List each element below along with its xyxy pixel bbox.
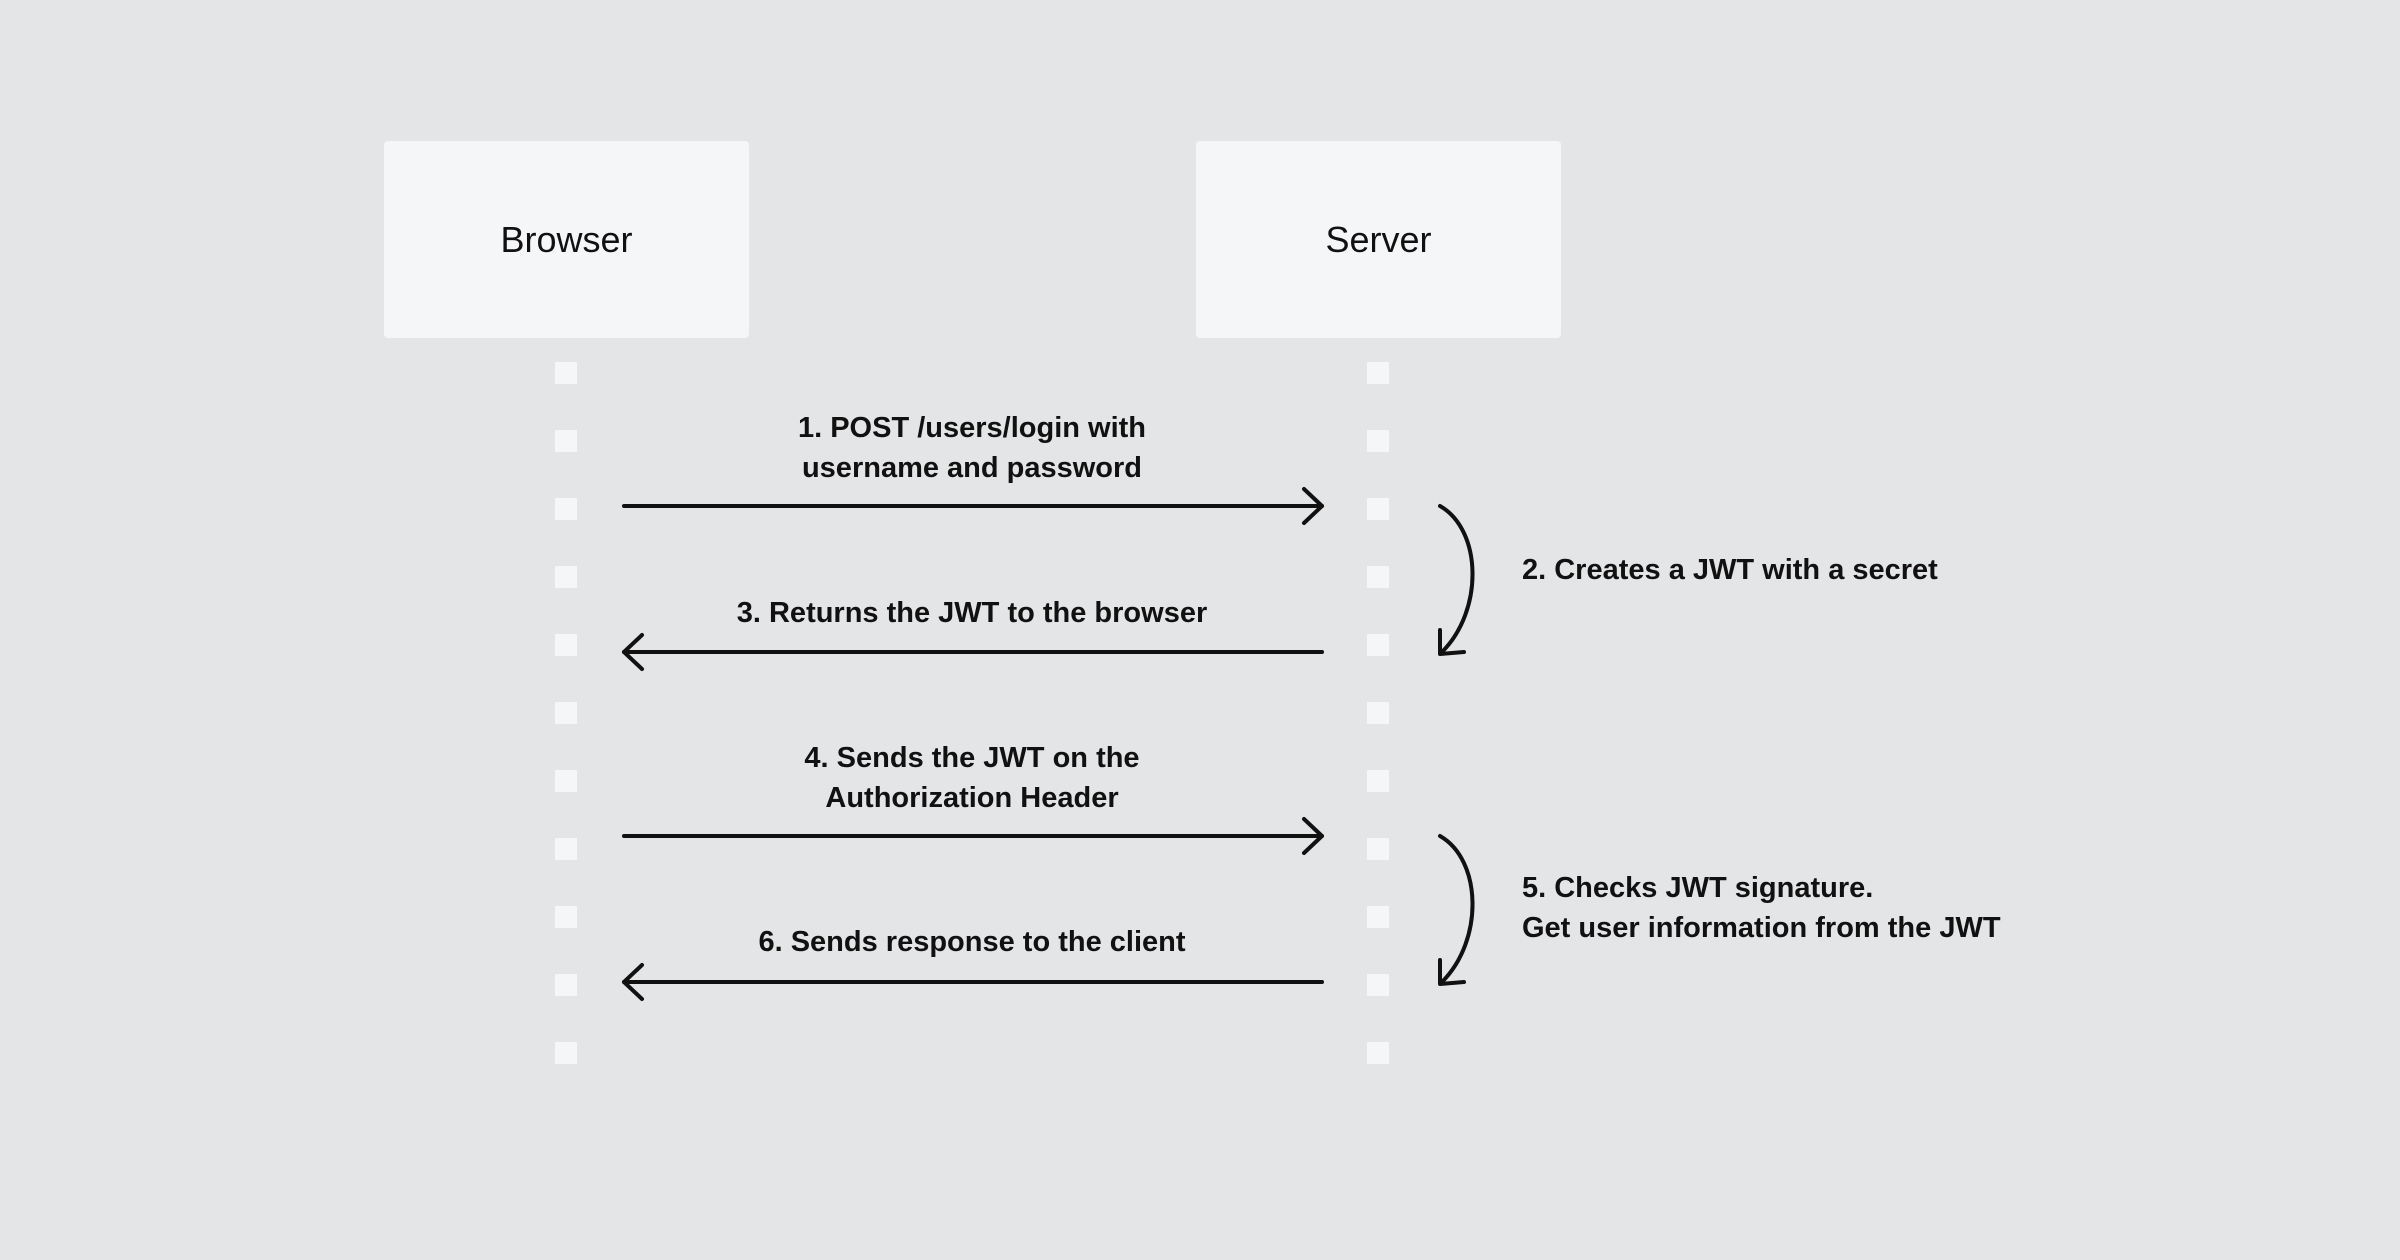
lifeline-dash — [555, 838, 577, 860]
arrow-send-response — [622, 963, 1324, 1001]
lifeline-dash — [1367, 702, 1389, 724]
lifeline-dash — [555, 1042, 577, 1064]
lifeline-dash — [1367, 430, 1389, 452]
lifeline-dash — [1367, 362, 1389, 384]
message-4-line-1: 4. Sends the JWT on the — [804, 742, 1140, 774]
message-1-label: 1. POST /users/login with username and p… — [622, 408, 1322, 488]
server-actor-label: Server — [1325, 218, 1432, 260]
message-6-label: 6. Sends response to the client — [622, 922, 1322, 962]
lifeline-dash — [1367, 566, 1389, 588]
message-1-line-1: 1. POST /users/login with — [797, 412, 1147, 444]
message-1-line-2: username and password — [801, 452, 1143, 484]
message-6-line-1: 6. Sends response to the client — [758, 926, 1186, 958]
lifeline-dash — [555, 362, 577, 384]
lifeline-dash — [555, 430, 577, 452]
message-2-line-1: 2. Creates a JWT with a secret — [1522, 554, 1938, 586]
server-lifeline — [1367, 362, 1389, 1064]
arrow-return-jwt — [622, 633, 1324, 671]
message-2-label: 2. Creates a JWT with a secret — [1522, 550, 1938, 590]
self-arrow-check-signature — [1438, 834, 1475, 986]
message-3-label: 3. Returns the JWT to the browser — [622, 593, 1322, 633]
lifeline-dash — [1367, 974, 1389, 996]
lifeline-dash — [1367, 838, 1389, 860]
lifeline-dash — [555, 498, 577, 520]
lifeline-dash — [1367, 634, 1389, 656]
message-4-line-2: Authorization Header — [825, 782, 1119, 814]
lifeline-dash — [555, 974, 577, 996]
browser-actor-label: Browser — [500, 218, 633, 260]
message-3-line-1: 3. Returns the JWT to the browser — [736, 597, 1208, 629]
lifeline-dash — [1367, 498, 1389, 520]
self-arrow-create-jwt — [1438, 504, 1475, 656]
lifeline-dash — [555, 702, 577, 724]
lifeline-dash — [555, 566, 577, 588]
lifeline-dash — [555, 906, 577, 928]
browser-lifeline — [555, 362, 577, 1064]
lifeline-dash — [1367, 1042, 1389, 1064]
message-5-label: 5. Checks JWT signature. Get user inform… — [1522, 868, 2001, 948]
message-5-line-2: Get user information from the JWT — [1522, 912, 2001, 944]
lifeline-dash — [1367, 906, 1389, 928]
arrow-send-jwt-header — [622, 817, 1324, 855]
lifeline-dash — [1367, 770, 1389, 792]
lifeline-dash — [555, 634, 577, 656]
arrow-login-request — [622, 487, 1324, 525]
lifeline-dash — [555, 770, 577, 792]
browser-actor-box: Browser — [384, 141, 749, 338]
message-5-line-1: 5. Checks JWT signature. — [1522, 872, 1874, 904]
server-actor-box: Server — [1196, 141, 1561, 338]
message-4-label: 4. Sends the JWT on the Authorization He… — [622, 738, 1322, 818]
